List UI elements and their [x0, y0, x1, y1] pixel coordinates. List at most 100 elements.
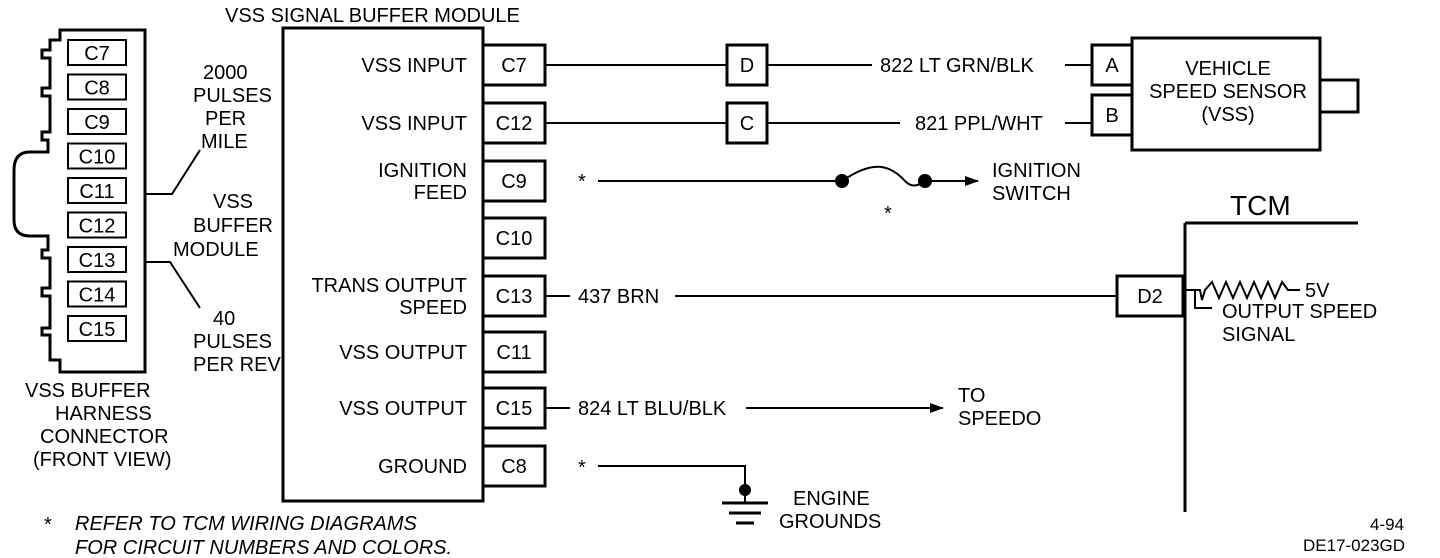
footnote-line: FOR CIRCUIT NUMBERS AND COLORS.	[75, 537, 452, 558]
module-pin: C12 VSS INPUT	[361, 101, 547, 145]
module-pin-function: FEED	[414, 182, 467, 204]
wire-c15-label: 824 LT BLU/BLK	[578, 398, 727, 420]
callout-text: PULSES	[193, 85, 272, 107]
ignition-switch-label: IGNITION	[992, 160, 1081, 182]
module-pin-function: SPEED	[399, 297, 467, 319]
harness-pin: C8	[67, 73, 127, 101]
vss-label-line: SPEED SENSOR	[1149, 81, 1307, 103]
callout-2000-pulses: 2000 PULSES PER MILE	[193, 62, 272, 153]
harness-pin: C7	[67, 39, 127, 66]
vss-pin-a: A	[1105, 55, 1119, 77]
ground-icon	[598, 465, 768, 525]
module-pin-label: C12	[496, 113, 533, 135]
harness-caption-line: HARNESS	[55, 403, 152, 425]
wire-c13-label: 437 BRN	[578, 286, 659, 308]
revision-date: 4-94	[1370, 515, 1404, 534]
inline-connector-c: C	[725, 101, 769, 145]
harness-pin-label: C15	[79, 319, 116, 341]
buffer-module-body	[281, 26, 485, 503]
harness-pin: C13	[67, 246, 127, 273]
callout-text: VSS	[213, 191, 253, 213]
pullup-resistor	[1185, 279, 1300, 309]
vss-tab	[1318, 78, 1360, 114]
callout-text: MODULE	[173, 239, 259, 261]
module-pin-label: C9	[501, 171, 527, 193]
tcm-voltage: 5V	[1305, 280, 1330, 302]
callout-text: PER REV	[193, 354, 281, 376]
module-pin-label: C11	[496, 342, 531, 364]
harness-caption-line: (FRONT VIEW)	[33, 449, 172, 471]
harness-pin-label: C9	[84, 112, 110, 134]
callout-text: 2000	[203, 62, 248, 84]
tcm-signal-label: SIGNAL	[1222, 324, 1295, 346]
vehicle-speed-sensor: A B VEHICLE SPEED SENSOR (VSS)	[1090, 36, 1360, 152]
harness-pin-label: C14	[79, 285, 116, 307]
to-speedo-label: TO	[958, 385, 985, 407]
callout-text: 40	[213, 308, 235, 330]
harness-pin: C10	[67, 142, 127, 170]
fuse-icon	[835, 174, 932, 188]
module-pin-function: TRANS OUTPUT	[311, 275, 467, 297]
vss-label-line: (VSS)	[1201, 104, 1254, 126]
module-title: VSS SIGNAL BUFFER MODULE	[225, 5, 520, 27]
tcm-title: TCM	[1230, 190, 1291, 221]
footnote-line: REFER TO TCM WIRING DIAGRAMS	[75, 513, 418, 535]
module-pin-label: C13	[496, 286, 533, 308]
module-pin-function: VSS OUTPUT	[339, 398, 467, 420]
wire-c12-label: 821 PPL/WHT	[915, 113, 1043, 135]
module-pin: C11 VSS OUTPUT	[339, 330, 547, 374]
harness-pin-label: C7	[84, 43, 110, 65]
harness-pin-label: C12	[79, 216, 116, 238]
wire-c9	[598, 165, 979, 187]
module-pin-function: GROUND	[378, 456, 467, 478]
module-pin-label: C7	[501, 55, 527, 77]
module-pin-function: VSS OUTPUT	[339, 342, 467, 364]
callout-text: BUFFER	[193, 215, 273, 237]
module-pin: C15 VSS OUTPUT	[339, 386, 547, 430]
module-pin-label: C15	[496, 398, 533, 420]
footnote-asterisk: *	[44, 514, 52, 536]
harness-connector	[12, 28, 147, 374]
module-pin-function: VSS INPUT	[361, 113, 467, 135]
callout-40-pulses: 40 PULSES PER REV	[193, 308, 281, 376]
figure-code: DE17-023GD	[1303, 536, 1405, 555]
vss-pin-b: B	[1105, 105, 1118, 127]
inline-connector-c-label: C	[740, 113, 754, 135]
callout-leaders	[145, 149, 201, 309]
harness-pin-label: C8	[84, 78, 110, 100]
inline-connector-d-label: D	[740, 55, 754, 77]
harness-pin: C15	[67, 315, 127, 342]
vss-body	[1130, 36, 1322, 152]
callout-text: PER	[205, 108, 246, 130]
harness-caption: VSS BUFFER HARNESS CONNECTOR (FRONT VIEW…	[25, 380, 172, 471]
harness-pin: C14	[67, 280, 127, 308]
engine-grounds-label: GROUNDS	[779, 511, 881, 533]
asterisk-fuse: *	[884, 203, 892, 225]
tcm-signal-label: OUTPUT SPEED	[1222, 301, 1377, 323]
harness-pin-label: C13	[79, 250, 116, 272]
vss-pin-b-box	[1090, 93, 1134, 137]
module-pin-label: C8	[501, 456, 527, 478]
inline-connector-d: D	[725, 43, 769, 87]
harness-pin-label: C11	[79, 181, 114, 203]
tcm-outline	[1183, 221, 1358, 512]
to-speedo-label: SPEEDO	[958, 408, 1041, 430]
module-pin-label: C10	[496, 228, 533, 250]
harness-pin: C11	[67, 177, 127, 204]
tcm-pin-d2: D2	[1115, 274, 1185, 318]
tcm-pin-d2-label: D2	[1137, 286, 1163, 308]
module-pin: C8 GROUND	[378, 444, 547, 488]
wire-c7-label: 822 LT GRN/BLK	[880, 55, 1034, 77]
ignition-switch-label: SWITCH	[992, 183, 1071, 205]
asterisk-c8: *	[578, 457, 586, 479]
vss-label-line: VEHICLE	[1185, 58, 1271, 80]
callout-text: MILE	[201, 131, 248, 153]
module-pin: C10	[481, 216, 547, 260]
module-pin-function: IGNITION	[378, 160, 467, 182]
